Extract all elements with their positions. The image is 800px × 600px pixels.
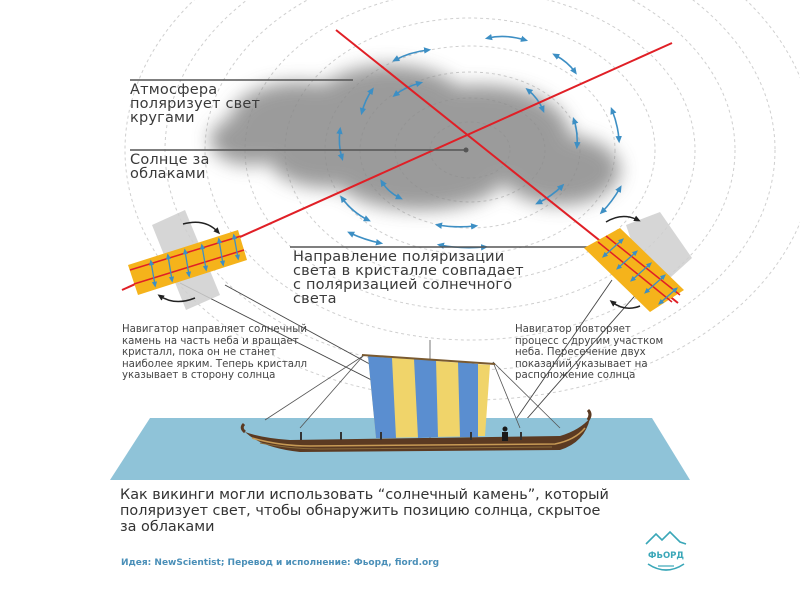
navigator-figure [502,426,508,441]
fiord-logo: ФЬОРД [645,530,687,571]
polarization-arrows [336,33,622,251]
label-navigator-second: Навигатор повторяет процесс с другим уча… [515,324,664,381]
right-crystal [584,212,692,312]
label-leaders [130,79,590,248]
left-crystal [128,210,247,310]
sun-marker [463,147,469,153]
label-crystal-polarization: Направление поляризации света в кристалл… [293,249,524,307]
logo-text: ФЬОРД [648,551,684,561]
viking-ship [240,340,592,452]
figure-caption: Как викинги могли использовать “солнечны… [120,487,609,535]
label-atmosphere: Атмосфера поляризует свет кругами [130,82,261,126]
label-navigator-first: Навигатор направляет солнечный камень на… [122,324,308,381]
label-sun-behind-clouds: Солнце за облаками [130,152,210,182]
credits-line[interactable]: Идея: NewScientist; Перевод и исполнение… [121,558,440,568]
